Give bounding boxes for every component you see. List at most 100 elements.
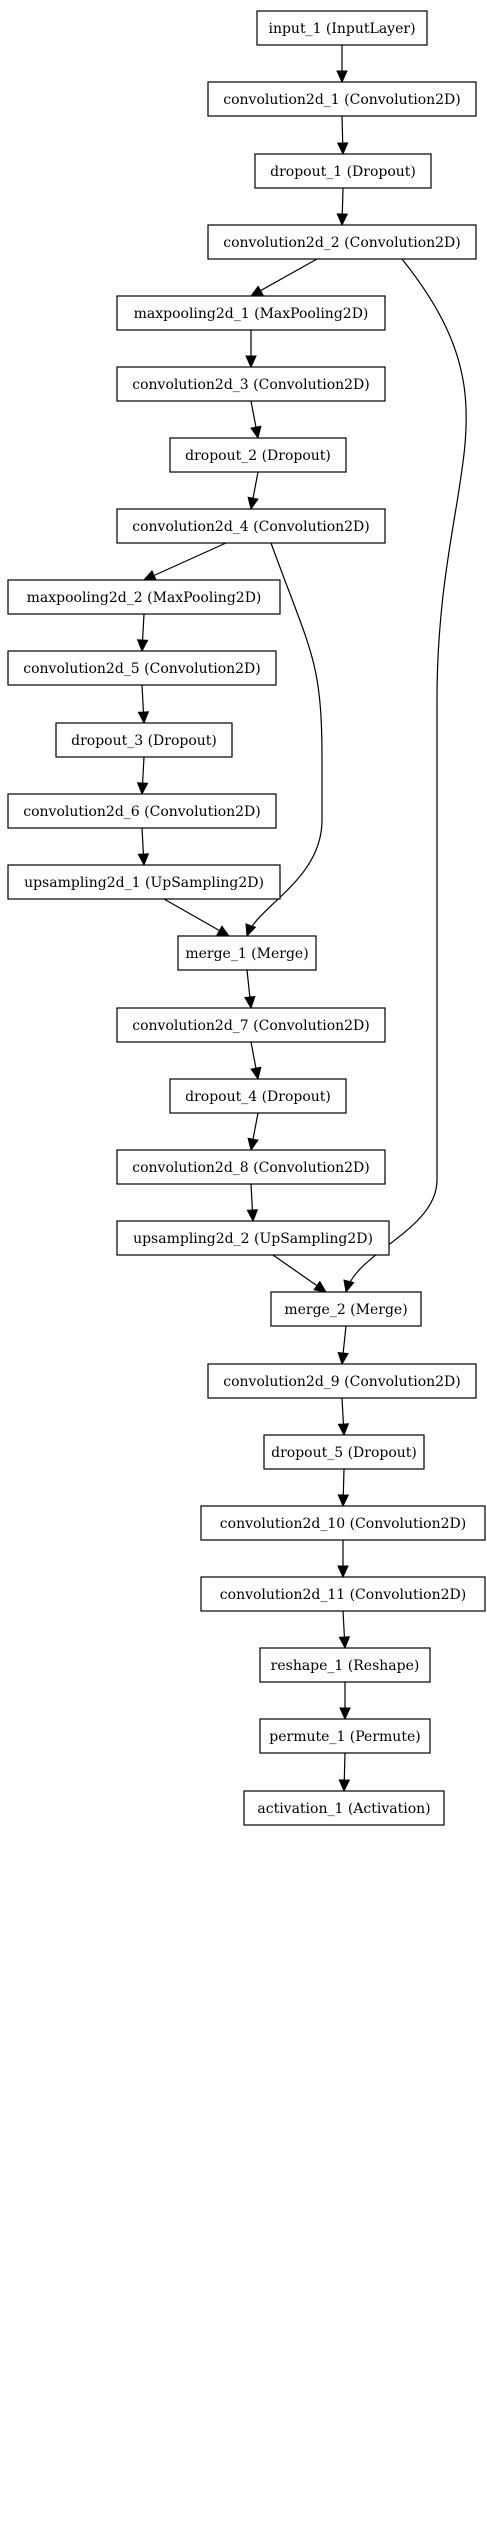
node-box [116,295,386,331]
node-conv2d_2: convolution2d_2 (Convolution2D) [207,224,477,260]
node-label: input_1 (InputLayer) [268,21,415,37]
arrowhead-icon [246,1209,259,1223]
arrowhead-icon [336,142,349,156]
node-box [200,1576,486,1612]
node-label: upsampling2d_2 (UpSampling2D) [133,1231,373,1247]
node-merge_2: merge_2 (Merge) [270,1291,422,1327]
node-label: dropout_1 (Dropout) [270,164,416,180]
edge-conv2d_4-to-merge_1 [246,542,323,937]
node-maxpool_2: maxpooling2d_2 (MaxPooling2D) [7,579,281,615]
arrowhead-icon [338,1636,351,1650]
node-conv2d_10: convolution2d_10 (Convolution2D) [200,1505,486,1541]
node-label: convolution2d_9 (Convolution2D) [223,1374,461,1390]
node-dropout_2: dropout_2 (Dropout) [169,437,347,473]
node-label: dropout_2 (Dropout) [185,448,331,464]
node-label: dropout_3 (Dropout) [71,733,217,749]
edge-conv2d_4-to-maxpool_2 [143,542,227,581]
arrowhead-icon [250,425,262,440]
node-box [207,81,477,117]
arrowhead-icon [249,285,264,297]
arrowhead-icon [337,1565,349,1579]
arrowhead-icon [244,995,256,1010]
node-box [116,366,386,402]
node-conv2d_11: convolution2d_11 (Convolution2D) [200,1576,486,1612]
node-label: merge_1 (Merge) [185,946,308,962]
node-conv2d_8: convolution2d_8 (Convolution2D) [116,1149,386,1185]
node-conv2d_3: convolution2d_3 (Convolution2D) [116,366,386,402]
node-maxpool_1: maxpooling2d_1 (MaxPooling2D) [116,295,386,331]
node-box [7,650,277,686]
node-box [270,1291,422,1327]
node-label: dropout_5 (Dropout) [271,1445,417,1461]
node-label: permute_1 (Permute) [269,1729,420,1745]
edge-conv2d_2-to-maxpool_1 [250,258,318,297]
arrowhead-icon [337,1494,350,1508]
arrowhead-icon [142,570,157,581]
arrowhead-icon [313,1280,327,1293]
arrowhead-icon [336,213,349,227]
node-label: convolution2d_4 (Convolution2D) [132,519,370,535]
arrowhead-icon [245,355,257,369]
arrowhead-icon [216,925,231,937]
node-box [263,1434,425,1470]
node-box [55,722,233,758]
node-box [116,1220,390,1256]
node-dropout_4: dropout_4 (Dropout) [169,1078,347,1114]
node-box [259,1647,431,1683]
arrowhead-icon [245,923,257,938]
node-dropout_3: dropout_3 (Dropout) [55,722,233,758]
arrowhead-icon [343,1279,355,1294]
node-activation_1: activation_1 (Activation) [243,1790,445,1826]
node-conv2d_1: convolution2d_1 (Convolution2D) [207,81,477,117]
arrowhead-icon [247,496,259,511]
node-box [116,1007,386,1043]
arrowhead-icon [338,1779,351,1793]
nodes-layer: input_1 (InputLayer) convolution2d_1 (Con… [7,10,486,1826]
node-box [169,437,347,473]
node-upsamp_1: upsampling2d_1 (UpSampling2D) [7,864,281,900]
node-label: maxpooling2d_2 (MaxPooling2D) [27,590,262,606]
node-reshape_1: reshape_1 (Reshape) [259,1647,431,1683]
node-label: upsampling2d_1 (UpSampling2D) [24,875,264,891]
node-conv2d_7: convolution2d_7 (Convolution2D) [116,1007,386,1043]
node-box [7,579,281,615]
arrowhead-icon [137,711,150,725]
arrowhead-icon [137,853,150,867]
node-box [254,153,432,189]
node-input_1: input_1 (InputLayer) [256,10,428,46]
node-merge_1: merge_1 (Merge) [177,935,317,971]
node-label: convolution2d_11 (Convolution2D) [220,1587,466,1603]
node-dropout_1: dropout_1 (Dropout) [254,153,432,189]
node-box [207,224,477,260]
node-label: convolution2d_10 (Convolution2D) [220,1516,466,1532]
node-label: convolution2d_1 (Convolution2D) [223,92,461,108]
node-label: convolution2d_5 (Convolution2D) [23,661,261,677]
node-conv2d_6: convolution2d_6 (Convolution2D) [7,793,277,829]
arrowhead-icon [336,70,348,84]
node-box [207,1363,477,1399]
node-label: merge_2 (Merge) [284,1302,407,1318]
node-conv2d_5: convolution2d_5 (Convolution2D) [7,650,277,686]
node-box [7,793,277,829]
node-label: convolution2d_6 (Convolution2D) [23,804,261,820]
arrowhead-icon [337,1423,350,1437]
node-conv2d_4: convolution2d_4 (Convolution2D) [116,508,386,544]
node-conv2d_9: convolution2d_9 (Convolution2D) [207,1363,477,1399]
node-box [116,1149,386,1185]
node-label: convolution2d_3 (Convolution2D) [132,377,370,393]
node-label: convolution2d_8 (Convolution2D) [132,1160,370,1176]
arrowhead-icon [247,1137,259,1152]
node-label: convolution2d_7 (Convolution2D) [132,1018,370,1034]
node-label: reshape_1 (Reshape) [271,1658,420,1674]
node-box [200,1505,486,1541]
node-box [7,864,281,900]
node-label: maxpooling2d_1 (MaxPooling2D) [134,306,369,322]
arrowhead-icon [339,1707,351,1721]
node-box [259,1718,431,1754]
node-box [256,10,428,46]
node-upsamp_2: upsampling2d_2 (UpSampling2D) [116,1220,390,1256]
node-dropout_5: dropout_5 (Dropout) [263,1434,425,1470]
node-box [169,1078,347,1114]
node-label: convolution2d_2 (Convolution2D) [223,235,461,251]
